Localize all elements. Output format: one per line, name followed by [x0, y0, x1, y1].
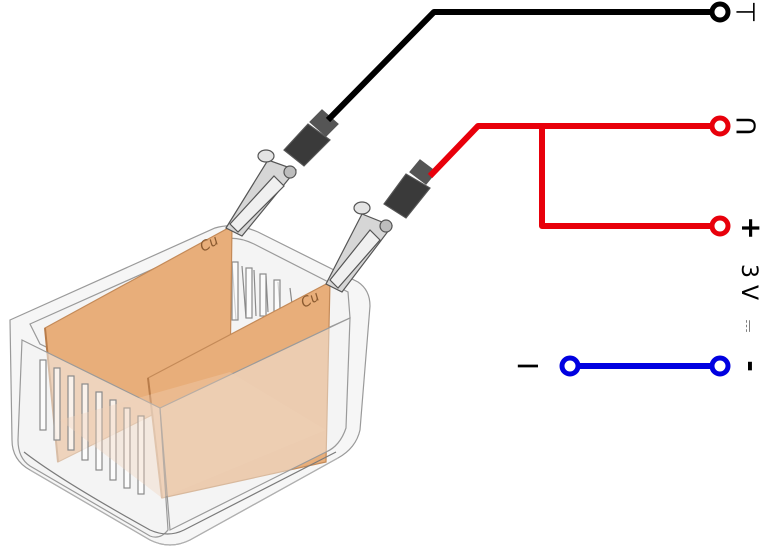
- clip-right: [325, 159, 437, 293]
- terminal-sockets: [559, 1, 731, 377]
- electrode-left-label: Cu: [197, 233, 221, 256]
- wires: [325, 9, 718, 369]
- label-plus: +: [735, 216, 768, 239]
- socket-minus[interactable]: [709, 355, 731, 377]
- label-top: ⊤: [730, 1, 760, 24]
- clip-left-sleeve: [283, 123, 331, 167]
- glass-container-front: [17, 317, 351, 546]
- red-wire-branch: [539, 126, 718, 229]
- black-wire: [325, 9, 718, 123]
- socket-top[interactable]: [709, 1, 731, 23]
- label-i: I: [511, 362, 544, 370]
- front-ribs: [39, 359, 145, 495]
- container-right-wall: [159, 317, 351, 531]
- socket-u[interactable]: [709, 115, 731, 137]
- red-wire: [427, 123, 718, 179]
- electrode-right-label: Cu: [298, 289, 322, 312]
- socket-i[interactable]: [559, 355, 581, 377]
- clip-left: [225, 109, 339, 237]
- label-minus: -: [735, 360, 768, 372]
- label-dc-symbol: ⎓: [740, 320, 759, 333]
- container-base: [23, 451, 337, 535]
- back-ribs: [231, 261, 293, 321]
- label-voltage: 3 V: [736, 264, 761, 300]
- socket-plus[interactable]: [709, 215, 731, 237]
- liquid-tint: [60, 372, 326, 498]
- clip-right-sleeve: [383, 173, 431, 219]
- terminal-labels: ⊤ U + 3 V ⎓ - I: [511, 1, 768, 372]
- label-u: U: [733, 116, 763, 135]
